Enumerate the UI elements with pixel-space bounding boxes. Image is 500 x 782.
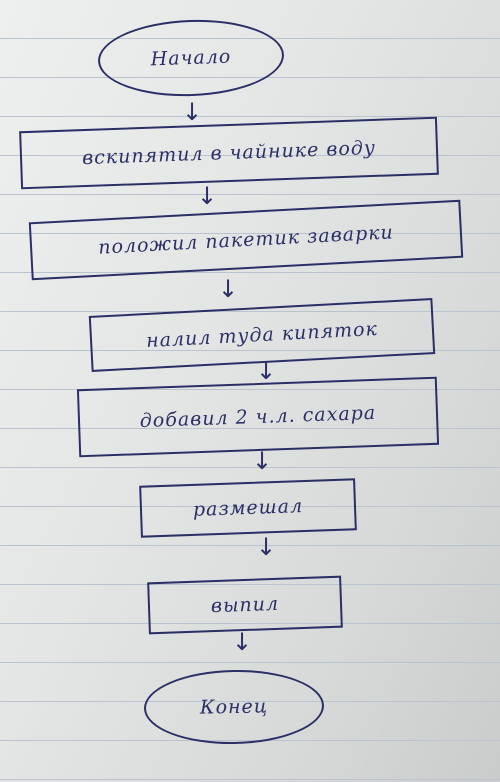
start-terminal: Начало bbox=[96, 16, 286, 100]
step-3-label: налил туда кипяток bbox=[145, 317, 379, 353]
process-step-6: выпил bbox=[147, 575, 343, 635]
flow-arrow-5: ↓ bbox=[252, 447, 273, 475]
process-step-5: размешал bbox=[139, 478, 357, 538]
flow-arrow-7: ↓ bbox=[232, 628, 253, 656]
end-terminal: Конец bbox=[143, 668, 325, 746]
flow-arrow-3: ↓ bbox=[218, 275, 239, 303]
flow-arrow-1: ↓ bbox=[182, 98, 203, 126]
step-5-label: размешал bbox=[192, 495, 304, 521]
step-2-label: положил пакетик заварки bbox=[97, 221, 395, 259]
process-step-1: вскипятил в чайнике воду bbox=[19, 116, 439, 190]
start-label: Начало bbox=[150, 45, 232, 71]
flow-arrow-2: ↓ bbox=[197, 182, 218, 210]
step-6-label: выпил bbox=[210, 592, 280, 618]
step-1-label: вскипятил в чайнике воду bbox=[81, 136, 377, 170]
end-label: Конец bbox=[199, 695, 269, 719]
process-step-4: добавил 2 ч.л. сахара bbox=[76, 376, 440, 458]
flow-arrow-6: ↓ bbox=[256, 533, 277, 561]
step-4-label: добавил 2 ч.л. сахара bbox=[139, 401, 377, 433]
flow-arrow-4: ↓ bbox=[256, 357, 277, 385]
process-step-2: положил пакетик заварки bbox=[28, 199, 464, 281]
